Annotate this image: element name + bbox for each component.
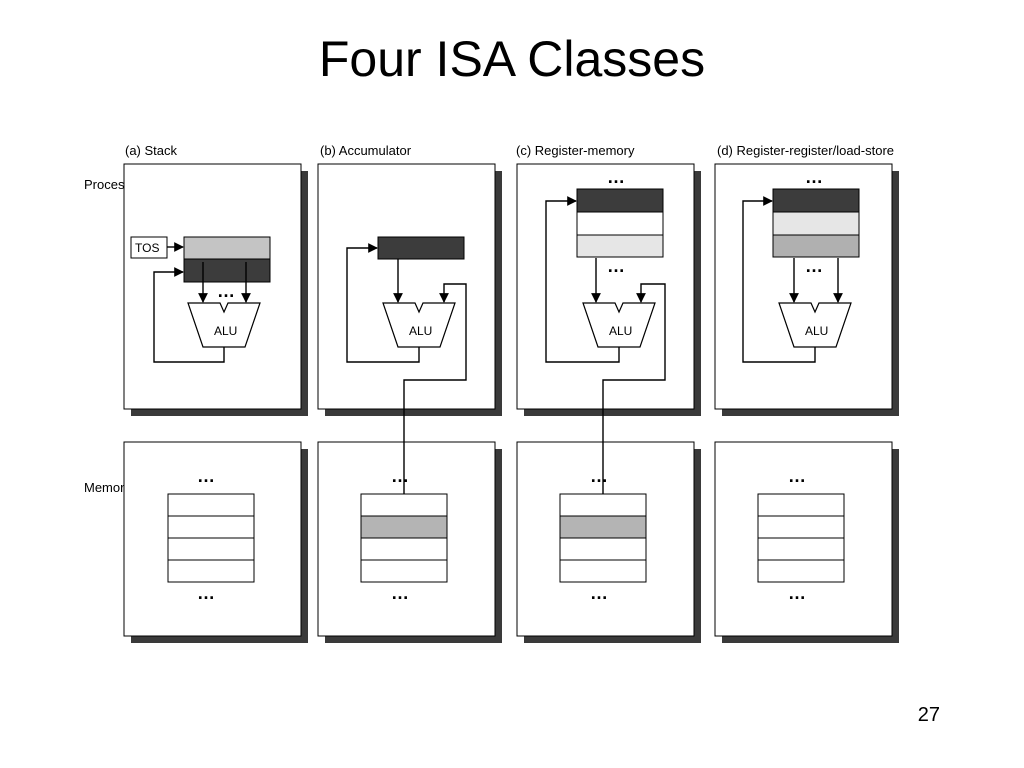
alu-result-feedback-arrow [545,196,620,363]
memory-cells [559,493,647,583]
memory-cell [360,537,448,561]
panel-register-memory: … … ALU … … [516,163,701,643]
alu-label: ALU [609,324,632,338]
memory-cell [757,537,845,561]
processor-box [123,163,302,410]
panel-label-stack: (a) Stack [125,143,178,158]
memory-bottom-ellipsis: … [197,583,215,603]
stack-top-register [183,236,271,260]
register-file-bottom-ellipsis: … [607,256,625,276]
register-light [576,234,664,258]
register-white [576,211,664,236]
memory-cell-accessed [559,515,647,539]
alu-label: ALU [805,324,828,338]
alu-label: ALU [409,324,432,338]
memory-to-alu-arrow [602,283,666,518]
memory-cell [757,493,845,517]
alu-shape [187,302,261,348]
memory-cell [167,537,255,561]
memory-row-label: Memory [84,480,131,495]
panel-label-register-memory: (c) Register-memory [516,143,635,158]
alu-shape [778,302,852,348]
memory-cell [757,515,845,539]
stack-second-register [183,258,271,283]
alu-result-feedback-arrow [742,196,816,363]
memory-bottom-ellipsis: … [391,583,409,603]
panel-label-load-store: (d) Register-register/load-store [717,143,894,158]
slide-title: Four ISA Classes [318,31,706,87]
page-number: 27 [917,704,940,726]
memory-cells [167,493,255,583]
memory-cell [360,493,448,517]
panel-stack: TOS … ALU … … [123,163,308,643]
memory-cell [757,559,845,583]
memory-cell [559,537,647,561]
memory-cell [167,493,255,517]
register-file-bottom-ellipsis: … [805,256,823,276]
register-dark [772,188,860,213]
panel-load-store: … … ALU … … [714,163,899,643]
alu-result-feedback-arrow [153,267,225,363]
alu-shape [582,302,656,348]
register-light [772,211,860,236]
register-file-top-ellipsis: … [805,167,823,187]
accumulator-register [377,236,465,260]
tos-label: TOS [135,241,159,255]
memory-cells [757,493,845,583]
memory-bottom-ellipsis: … [788,583,806,603]
memory-cell [559,559,647,583]
memory-top-ellipsis: … [788,466,806,486]
processor-box [317,163,496,410]
memory-cells [360,493,448,583]
panel-accumulator: ALU … … [317,163,502,643]
register-file-top-ellipsis: … [607,167,625,187]
stack-ellipsis: … [217,281,235,301]
memory-cell-accessed [360,515,448,539]
register-dark [576,188,664,213]
memory-top-ellipsis: … [197,466,215,486]
memory-cell [559,493,647,517]
memory-cell [167,559,255,583]
memory-bottom-ellipsis: … [590,583,608,603]
memory-cell [167,515,255,539]
panel-label-accumulator: (b) Accumulator [320,143,412,158]
memory-cell [360,559,448,583]
memory-top-ellipsis: … [391,466,409,486]
alu-shape [382,302,456,348]
register-mid [772,234,860,258]
memory-to-alu-arrow [403,283,467,518]
alu-result-feedback-arrow [346,243,420,363]
alu-label: ALU [214,324,237,338]
memory-top-ellipsis: … [590,466,608,486]
